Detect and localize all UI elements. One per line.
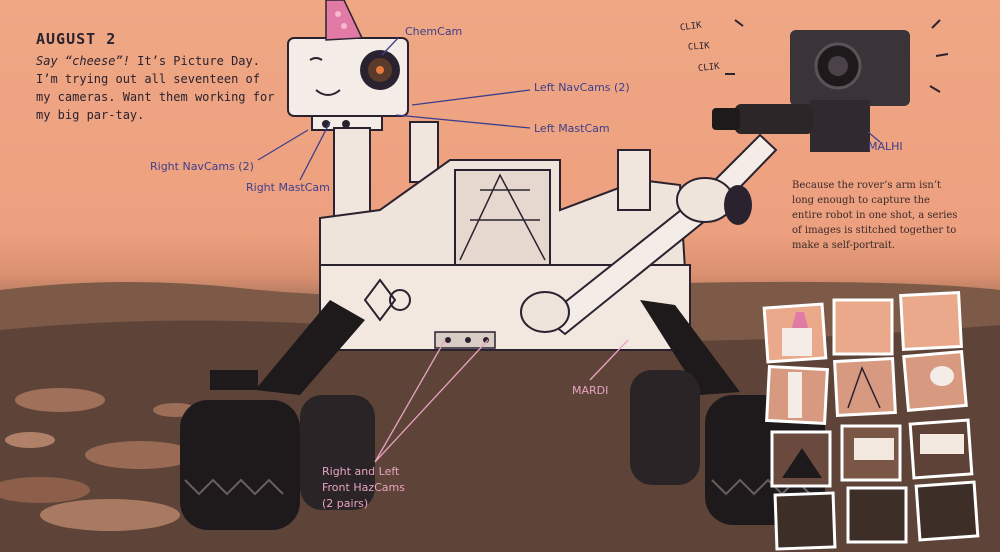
caption-text: Because the rover’s arm isn’t long enoug…: [792, 180, 958, 251]
tile-2: [832, 298, 894, 356]
tile-5: [833, 356, 897, 418]
label-right-mastcam: Right MastCam: [246, 181, 330, 194]
tile-12: [914, 480, 980, 542]
label-hazcams-line3: (2 pairs): [322, 497, 369, 510]
sound-clik-2: CLIK: [687, 41, 711, 53]
label-chemcam: ChemCam: [405, 25, 463, 38]
label-hazcams-line2: Front HazCams: [322, 481, 405, 494]
label-left-navcams: Left NavCams (2): [534, 81, 630, 94]
rover-mast-head: [287, 0, 409, 131]
tile-3: [899, 290, 963, 352]
rover-arm: [520, 133, 778, 336]
label-right-navcams: Right NavCams (2): [150, 160, 254, 173]
journal-emphasis: Say “cheese”!: [36, 54, 130, 68]
tile-10: [773, 491, 837, 551]
label-left-mastcam: Left MastCam: [534, 122, 610, 135]
journal-body: It’s Picture Day. I’m trying out all sev…: [36, 54, 275, 122]
callout-lines: [257, 37, 881, 463]
journal-text: Say “cheese”! It’s Picture Day. I’m tryi…: [36, 52, 276, 124]
self-portrait-tiles: [762, 290, 980, 551]
malhi-camera: [712, 19, 949, 152]
tile-11: [846, 486, 908, 544]
label-mardi: MARDI: [572, 384, 609, 397]
rover-wheels: [180, 300, 825, 530]
journal-entry: AUGUST 2 Say “cheese”! It’s Picture Day.…: [36, 30, 276, 124]
label-malhi: MALHI: [868, 140, 903, 153]
journal-date: AUGUST 2: [36, 30, 117, 48]
label-hazcams-line1: Right and Left: [322, 465, 400, 478]
